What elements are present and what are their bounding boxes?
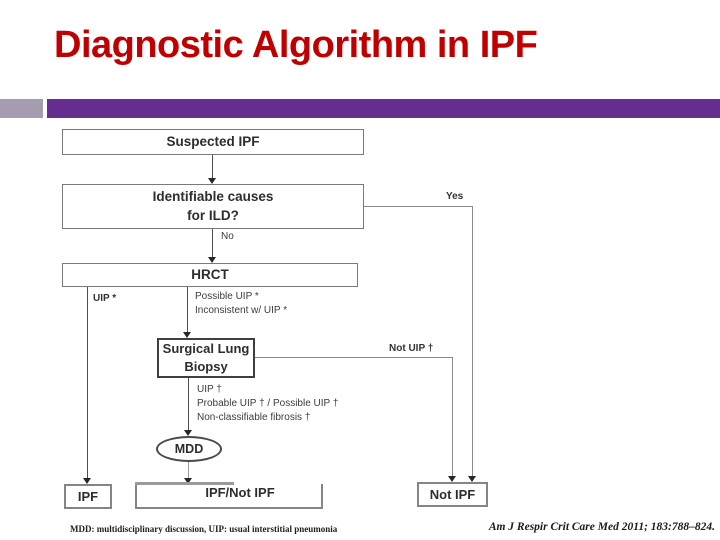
arrowhead-ipf bbox=[83, 478, 91, 484]
edge-label-inconsistent: Inconsistent w/ UIP * bbox=[195, 305, 288, 316]
node-identifiable-causes-line1: Identifiable causes bbox=[152, 189, 274, 205]
node-hrct: HRCT bbox=[62, 263, 358, 287]
node-hrct-label: HRCT bbox=[191, 266, 229, 282]
node-ipf-not-ipf-label: IPF/Not IPF bbox=[205, 485, 275, 500]
edge-label-not-uip: Not UIP † bbox=[389, 343, 434, 354]
node-not-ipf: Not IPF bbox=[417, 482, 488, 507]
connector-yes-horizontal bbox=[364, 206, 472, 207]
page-title: Diagnostic Algorithm in IPF bbox=[54, 24, 538, 66]
edge-label-possible-uip: Possible UIP * bbox=[195, 291, 259, 302]
edge-label-yes: Yes bbox=[446, 191, 464, 202]
connector-notuip-vertical bbox=[452, 357, 453, 476]
footer-abbreviations: MDD: multidisciplinary discussion, UIP: … bbox=[70, 524, 338, 534]
edge-label-probable-possible: Probable UIP † / Possible UIP † bbox=[197, 398, 339, 409]
node-not-ipf-label: Not IPF bbox=[429, 486, 476, 502]
connector-notuip-horizontal bbox=[255, 357, 453, 358]
edge-label-uip-dagger: UIP † bbox=[197, 384, 222, 395]
connector-uip-ipf bbox=[87, 287, 88, 478]
edge-label-no: No bbox=[221, 231, 234, 242]
connector-slb-mdd bbox=[188, 378, 189, 430]
node-ipf: IPF bbox=[64, 484, 112, 509]
node-mdd-label: MDD bbox=[174, 442, 204, 456]
accent-square bbox=[0, 99, 43, 118]
arrowhead-notuip-notipf bbox=[448, 476, 456, 482]
node-slb-line1: Surgical Lung bbox=[162, 341, 250, 357]
arrowhead-slb bbox=[183, 332, 191, 338]
connector-hrct-slb bbox=[187, 287, 188, 332]
connector-suspected-identifiable bbox=[212, 155, 213, 178]
node-surgical-lung-biopsy: Surgical Lung Biopsy bbox=[157, 338, 255, 378]
node-identifiable-causes-line2: for ILD? bbox=[187, 207, 239, 223]
edge-label-uip: UIP * bbox=[93, 293, 117, 304]
arrowhead-yes-notipf bbox=[468, 476, 476, 482]
node-ipf-not-ipf: IPF/Not IPF bbox=[135, 482, 323, 509]
arrowhead-mdd bbox=[184, 430, 192, 436]
node-identifiable-causes: Identifiable causes for ILD? bbox=[62, 184, 364, 229]
edge-label-non-classifiable: Non-classifiable fibrosis † bbox=[197, 412, 311, 423]
node-suspected-ipf: Suspected IPF bbox=[62, 129, 364, 155]
node-mdd: MDD bbox=[156, 436, 222, 462]
footer-citation: Am J Respir Crit Care Med 2011; 183:788–… bbox=[488, 521, 715, 533]
node-suspected-ipf-label: Suspected IPF bbox=[166, 133, 260, 149]
connector-no bbox=[212, 229, 213, 257]
accent-bar bbox=[47, 99, 720, 118]
arrowhead-identifiable bbox=[208, 178, 216, 184]
arrowhead-ipf-notipf bbox=[184, 478, 192, 484]
node-slb-line2: Biopsy bbox=[184, 359, 228, 374]
connector-mdd-result bbox=[188, 462, 189, 478]
arrowhead-hrct bbox=[208, 257, 216, 263]
connector-yes-vertical bbox=[472, 206, 473, 476]
node-ipf-not-ipf-top-border bbox=[135, 482, 234, 485]
node-ipf-label: IPF bbox=[77, 488, 99, 504]
